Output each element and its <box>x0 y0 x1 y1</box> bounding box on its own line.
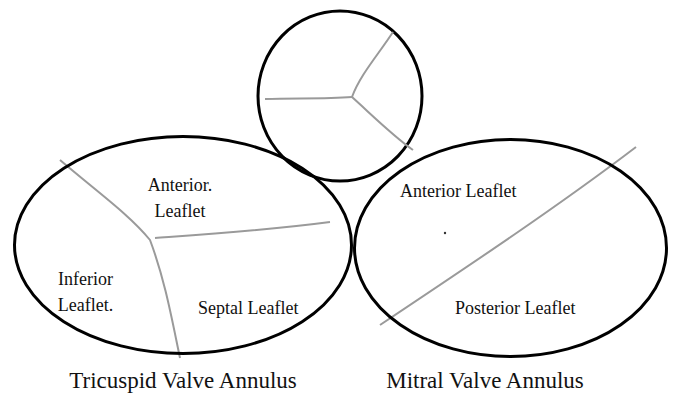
leaflet-label: Posterior Leaflet <box>455 295 575 321</box>
annulus-ellipse <box>15 137 352 354</box>
aortic-commissure <box>265 97 352 99</box>
dot-mark <box>444 232 446 234</box>
annulus-outline <box>353 138 668 358</box>
valve-annulus: Anterior. LeafletInferior Leaflet. Septal… <box>13 135 353 355</box>
mitral-commissure <box>380 147 636 325</box>
valve-caption: Tricuspid Valve Annulus <box>13 368 353 394</box>
annulus-outline <box>13 135 353 355</box>
aortic-commissure <box>352 32 393 97</box>
valve-annulus: Anterior LeafletPosterior LeafletMitral … <box>353 138 668 358</box>
tricuspid-commissure <box>155 222 330 238</box>
leaflet-label: Anterior. Leaflet <box>125 172 235 224</box>
valve-caption: Mitral Valve Annulus <box>293 368 677 394</box>
aortic-valve-annulus <box>258 11 422 181</box>
leaflet-label: Anterior Leaflet <box>400 178 516 204</box>
leaflet-label: Inferior Leaflet. <box>38 266 133 318</box>
leaflet-label: Septal Leaflet <box>198 295 298 321</box>
annulus-ellipse <box>355 140 667 357</box>
aortic-commissure <box>352 97 413 150</box>
